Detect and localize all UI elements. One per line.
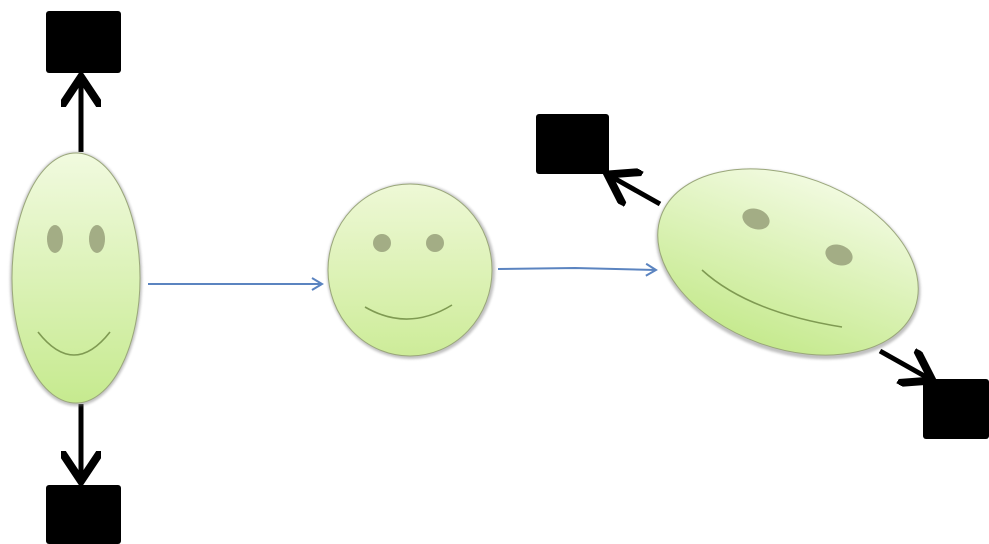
stage-vertical-stretch	[10, 11, 142, 544]
left-eye	[373, 234, 391, 252]
flow-arrow-2	[497, 262, 658, 277]
stretch-arrow-upper-left	[612, 177, 662, 204]
round-face	[327, 183, 495, 359]
right-eye	[825, 244, 853, 266]
bottom-handle[interactable]	[46, 485, 121, 544]
smile-mouth	[701, 269, 843, 328]
diagonal-face	[656, 168, 921, 360]
smile-mouth	[37, 331, 111, 356]
stretch-arrow-lower-right	[878, 351, 928, 378]
right-eye	[426, 234, 444, 252]
right-eye	[89, 225, 105, 253]
left-eye	[742, 208, 770, 230]
upper-left-handle[interactable]	[536, 114, 609, 174]
left-eye	[47, 225, 63, 253]
vertical-face	[10, 152, 142, 406]
stage-round	[327, 183, 495, 359]
stage-diagonal-stretch	[536, 114, 989, 439]
smile-mouth	[364, 304, 453, 320]
lower-right-handle[interactable]	[923, 379, 989, 439]
top-handle[interactable]	[46, 11, 121, 73]
